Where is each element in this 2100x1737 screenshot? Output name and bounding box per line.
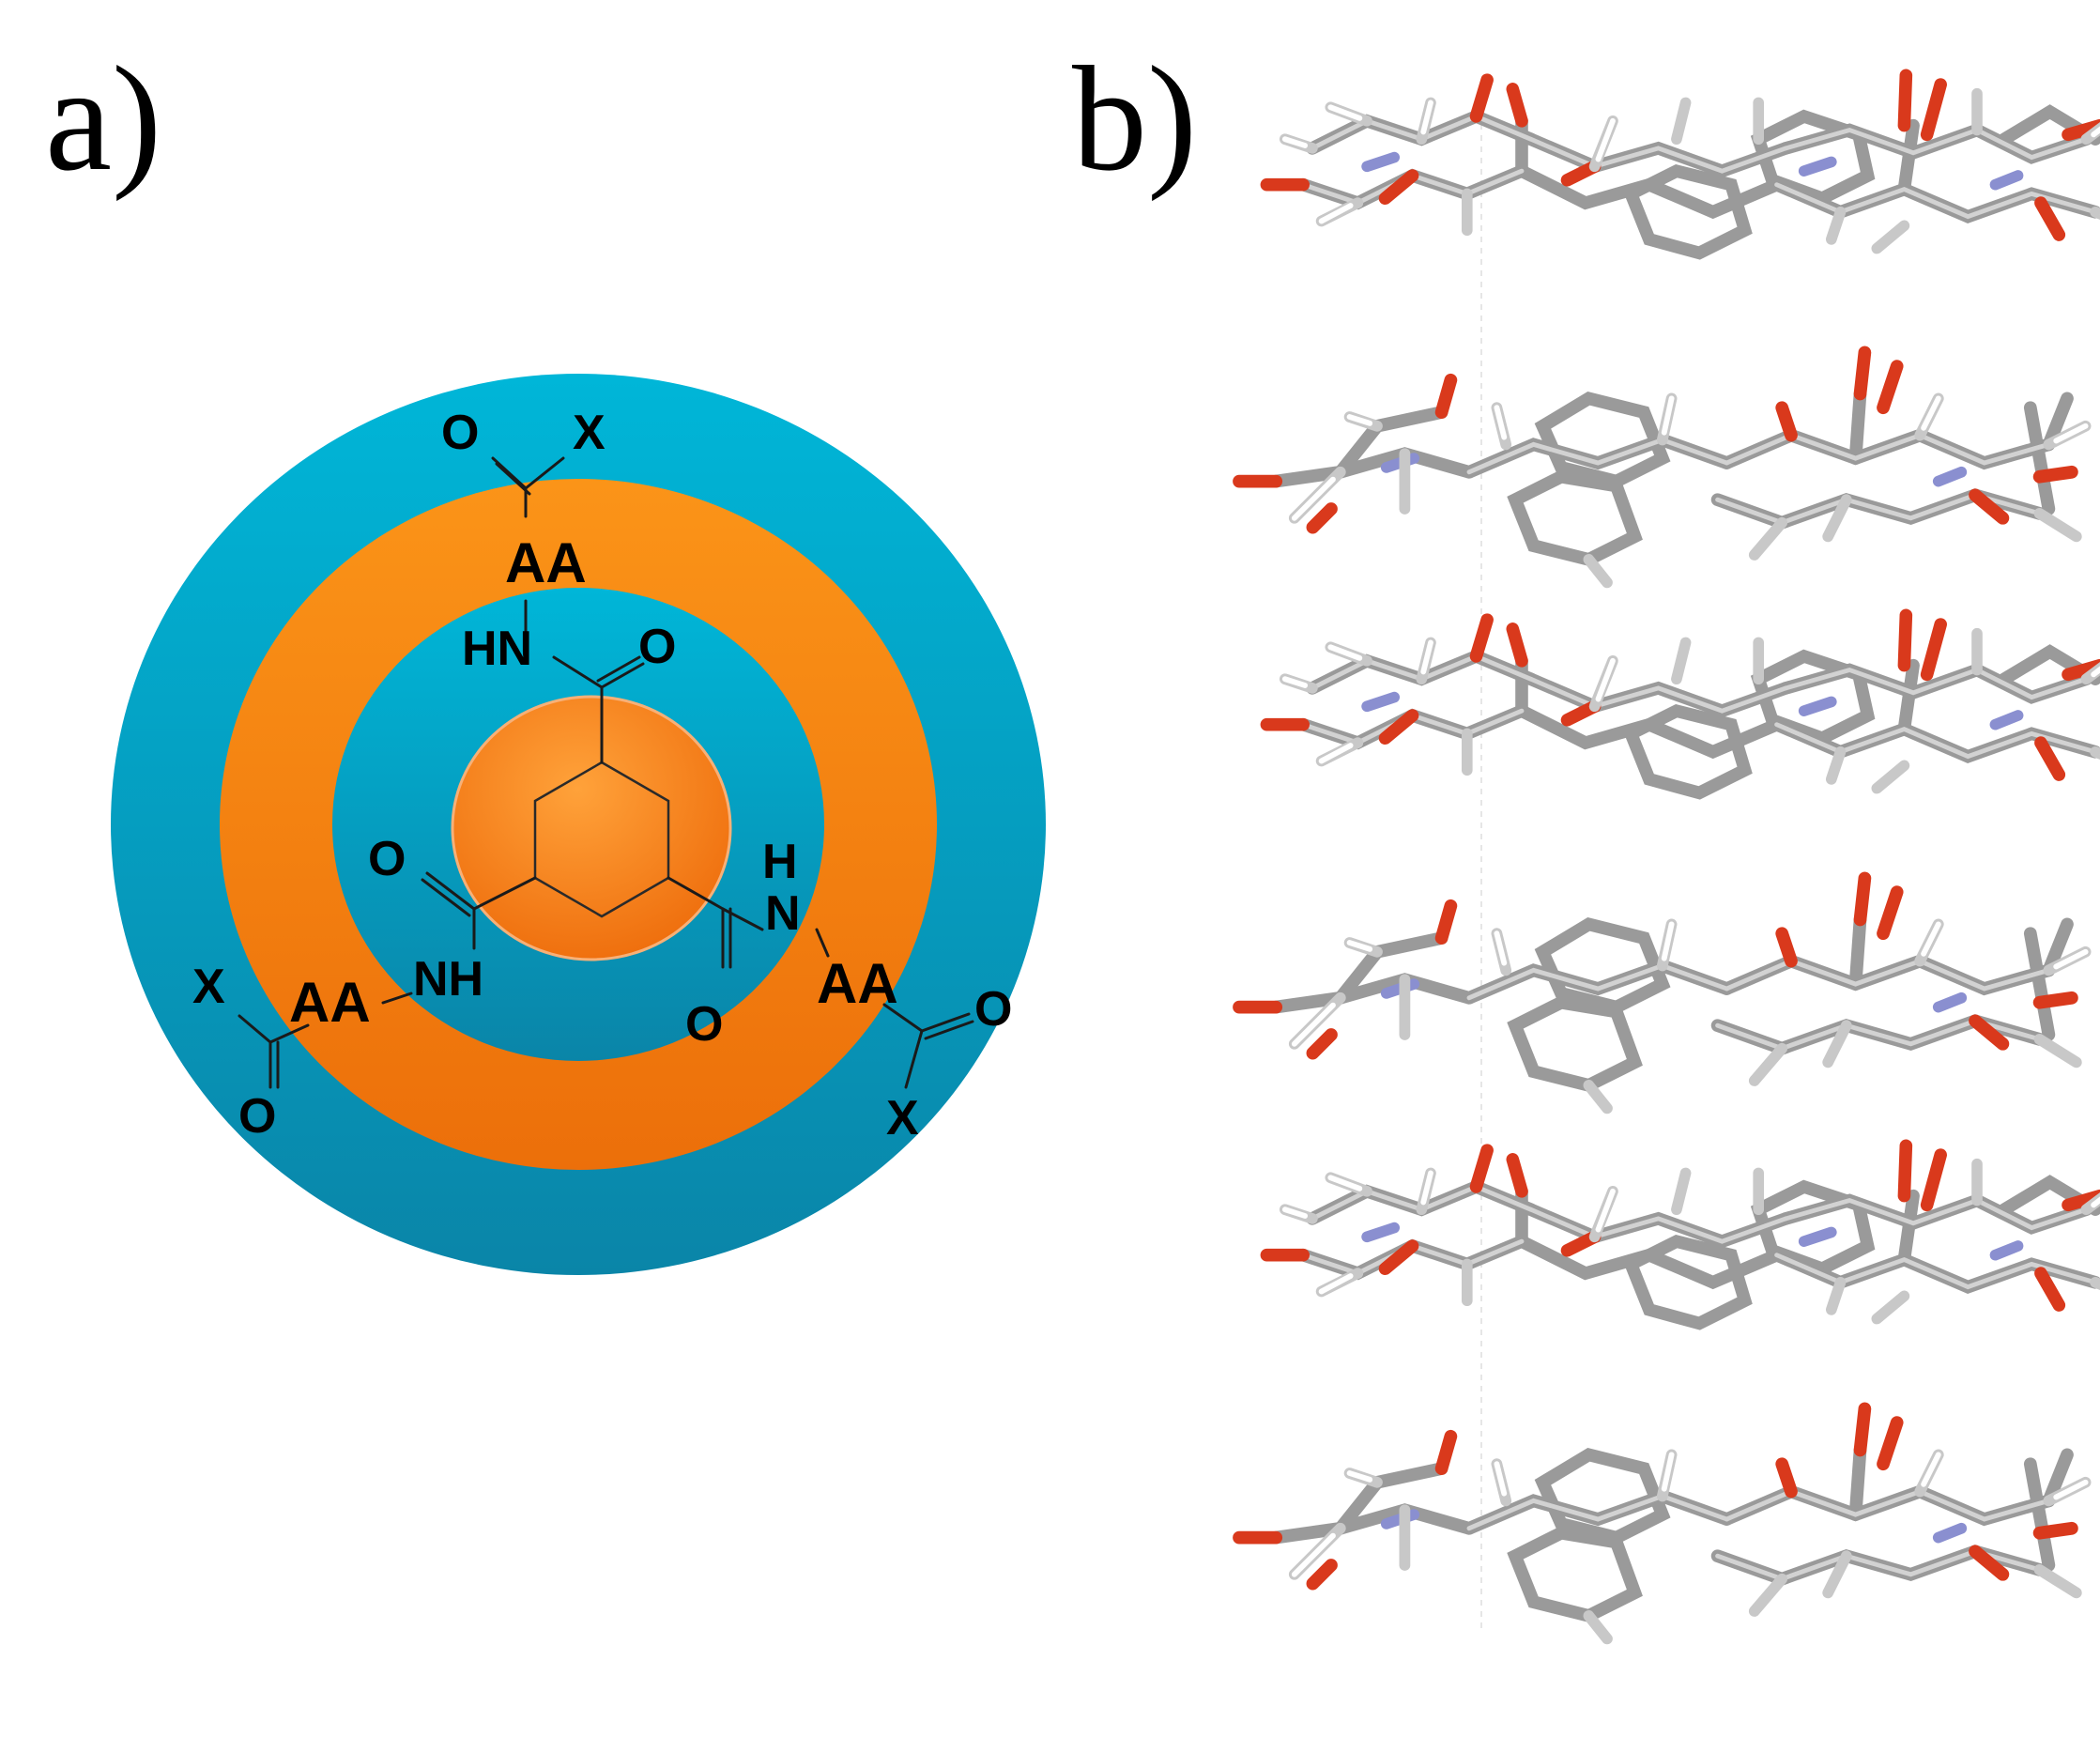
right-amide-o: O — [685, 997, 723, 1052]
left-nh: NH — [413, 952, 483, 1007]
left-x-group: X — [192, 960, 225, 1014]
top-hn: HN — [462, 622, 532, 676]
molecular-layer-1 — [1266, 75, 2100, 253]
concentric-rings — [111, 374, 1046, 1275]
orange-core — [451, 695, 732, 961]
stacked-molecular-column — [1239, 75, 2100, 1638]
right-ester-o: O — [974, 982, 1012, 1037]
panel-b: b) — [1072, 35, 2100, 1638]
top-amide-o: O — [638, 620, 676, 674]
molecular-layer-4 — [1239, 878, 2086, 1108]
benzene-ring — [533, 761, 670, 918]
molecular-layer-2 — [1239, 352, 2086, 582]
top-x-group: X — [573, 406, 605, 460]
right-aa-residue: AA — [817, 952, 898, 1015]
left-amide-o: O — [368, 832, 406, 886]
right-x-group: X — [886, 1091, 919, 1145]
right-amide-h: H — [762, 835, 798, 889]
molecular-layer-6 — [1239, 1408, 2086, 1638]
right-amide-n: N — [765, 886, 801, 941]
left-aa-residue: AA — [289, 971, 371, 1034]
panel-a: a) — [45, 35, 1046, 1275]
left-ester-o: O — [238, 1089, 276, 1144]
top-carbonyl-o: O — [441, 406, 479, 460]
molecular-layer-3 — [1266, 615, 2100, 792]
molecular-layer-5 — [1266, 1145, 2100, 1323]
trimesic-amide-structure: O X AA HN O O NH AA X O H N O AA O X — [192, 406, 1012, 1145]
panel-a-label: a) — [45, 35, 161, 202]
top-aa-residue: AA — [505, 531, 587, 594]
panel-b-label: b) — [1072, 35, 1197, 202]
